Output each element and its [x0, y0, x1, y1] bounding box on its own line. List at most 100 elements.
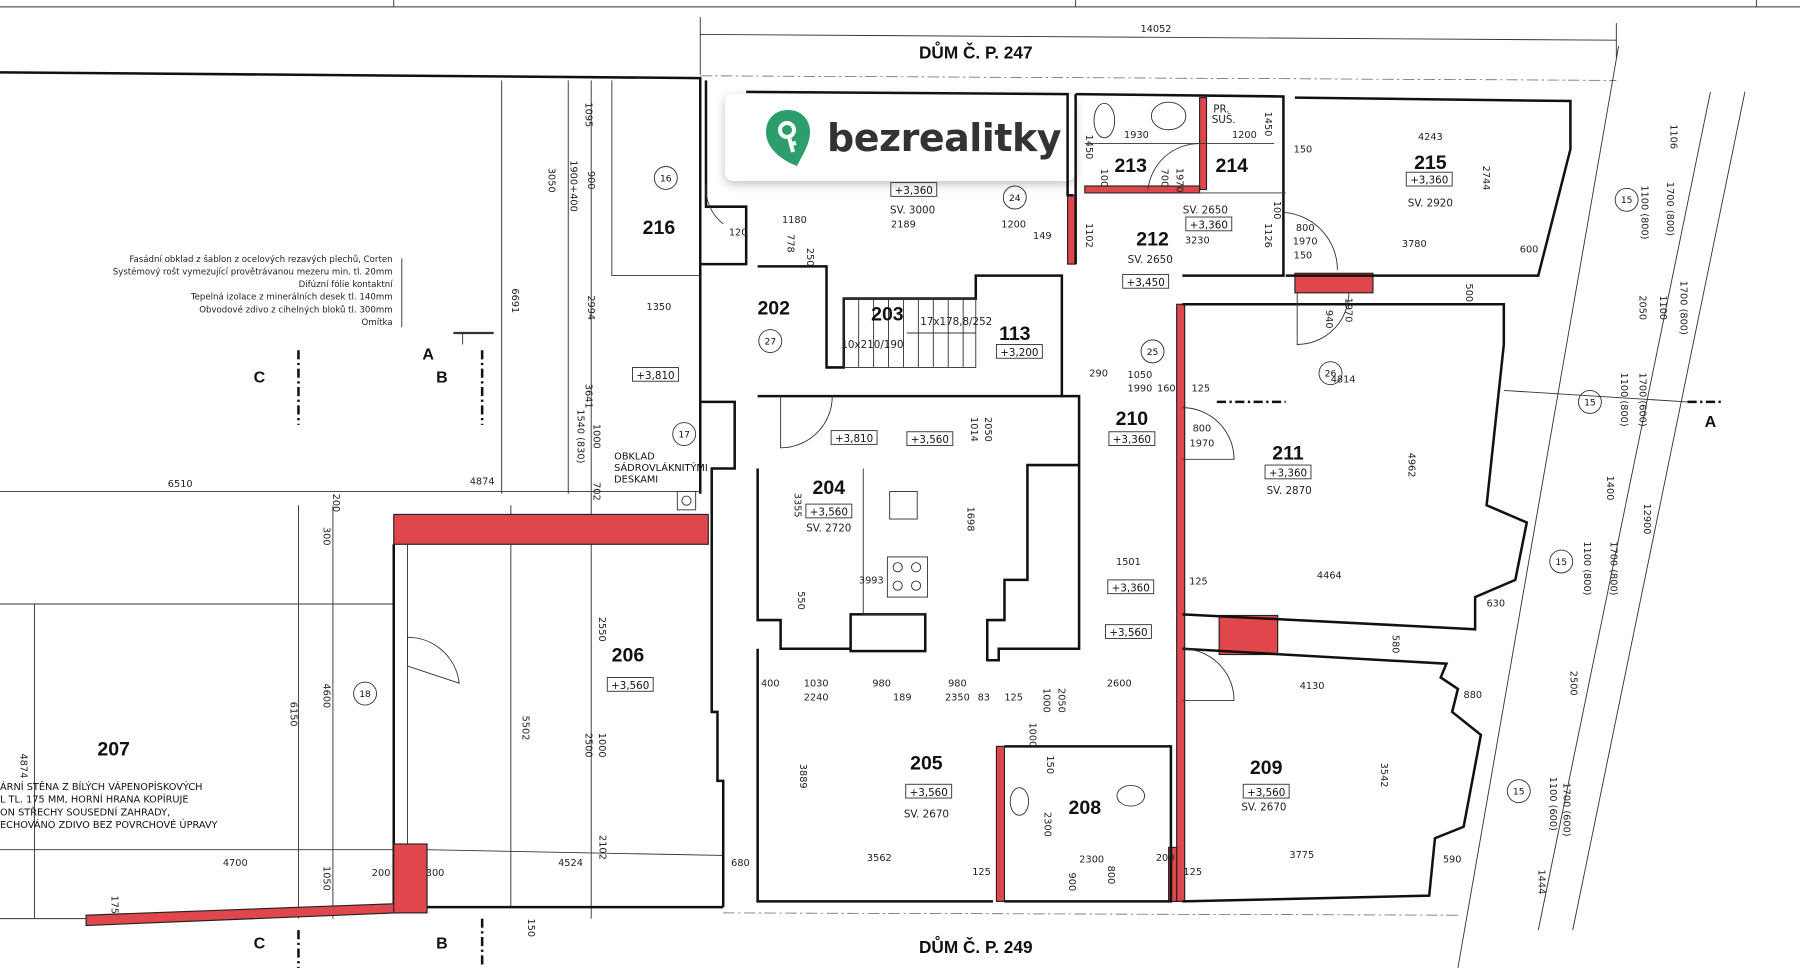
- dimension-label: 3542: [1378, 763, 1389, 788]
- dimension-label: 940: [1323, 310, 1334, 329]
- dimension-label: 12900: [1641, 504, 1652, 535]
- dimension-label: 175: [108, 896, 119, 915]
- room-212: 212: [1136, 229, 1169, 251]
- dimension-label: 580: [1389, 635, 1400, 654]
- wall-note-line: ECHOVÁNO ZDIVO BEZ POVRCHOVÉ ÚPRAVY: [0, 818, 218, 831]
- dimension-label: 1050: [1128, 370, 1153, 381]
- dimension-label: 3562: [867, 853, 892, 864]
- room-113: 113: [999, 323, 1031, 345]
- dimension-label: 125: [972, 867, 991, 878]
- dimension-label: 4130: [1300, 681, 1325, 692]
- dimension-label: 1700 (600): [1636, 373, 1647, 427]
- dimension-label: 1450: [1262, 112, 1273, 137]
- dimension-label: 3993: [859, 575, 884, 586]
- dimension-label: 800: [1193, 424, 1212, 435]
- level-label: +3,360: [1269, 468, 1307, 480]
- dimension-label: 189: [893, 692, 912, 703]
- dimension-label: 300: [321, 527, 332, 546]
- dimension-label: 125: [1183, 867, 1202, 878]
- dimension-label: 1000: [1040, 688, 1051, 713]
- dimension-label: 1400: [1604, 476, 1615, 501]
- dimension-label: 2550: [596, 617, 607, 642]
- room-207: 207: [97, 739, 130, 761]
- room-208: 208: [1069, 797, 1102, 819]
- room-label: SUŠ.: [1212, 113, 1236, 126]
- wall-note-line: ÁRNÍ STĚNA Z BÍLÝCH VÁPENOPÍSKOVÝCH: [0, 780, 202, 793]
- dimension-label: 1444: [1535, 869, 1546, 894]
- legend-line: Obvodové zdivo z cihelných bloků tl. 300…: [199, 304, 392, 315]
- dimension-label: 1200: [1232, 130, 1257, 141]
- new-wall: [1218, 614, 1279, 656]
- tag: 15: [1584, 397, 1596, 408]
- dimension-label: 1000: [590, 424, 601, 449]
- dimension-label: 150: [1294, 250, 1313, 261]
- dimension-label: 3889: [797, 764, 808, 789]
- dimension-label: 83: [978, 692, 990, 703]
- dimension-label: 1095: [582, 102, 593, 127]
- section-marker-c: C: [254, 368, 266, 386]
- dimension-label: 6510: [168, 479, 193, 490]
- dimension-label: 3641: [582, 384, 593, 409]
- dimension-label: 1200: [1001, 219, 1026, 230]
- new-wall: [1294, 272, 1374, 294]
- level-label: +3,560: [911, 434, 949, 446]
- dimension-label: 300: [426, 868, 445, 879]
- room-210: 210: [1116, 408, 1149, 430]
- ceiling-height: SV. 2870: [1267, 485, 1312, 497]
- dimension-label: 1540 (830): [574, 409, 585, 463]
- dimension-label: 6150: [287, 702, 298, 727]
- tag: 15: [1513, 787, 1525, 798]
- facade-legend: Fasádní obklad z šablon z ocelových reza…: [113, 254, 393, 328]
- neighbor-house-top: DŮM Č. P. 247: [919, 43, 1033, 63]
- dimension-label: 1102: [1083, 223, 1094, 248]
- dimension-label: 778: [785, 234, 796, 253]
- new-wall: [1168, 846, 1178, 902]
- ceiling-height: SV. 2670: [1241, 802, 1286, 814]
- key-pin-icon: [766, 109, 810, 166]
- dimension-label: 900: [1066, 873, 1077, 892]
- dimension-label: 1100 (600): [1547, 777, 1558, 831]
- level-label: +3,560: [1247, 787, 1285, 799]
- room-213: 213: [1114, 155, 1147, 177]
- dimension-label: 4874: [18, 753, 29, 778]
- dimension-label: 2300: [1042, 812, 1053, 837]
- dimension-label: 500: [1463, 283, 1474, 302]
- dimension-label: 125: [1191, 384, 1210, 395]
- dimension-label: 1350: [647, 302, 672, 313]
- ceiling-height: SV. 3000: [890, 205, 935, 217]
- tag: 24: [1009, 193, 1021, 204]
- dimension-label: 1970: [1342, 298, 1353, 323]
- dimension-label: 2994: [585, 295, 596, 320]
- dimension-label: 2050: [1636, 295, 1647, 320]
- room-202: 202: [757, 298, 790, 320]
- dimension-label: 150: [525, 918, 536, 937]
- dimension-label: 700: [1159, 169, 1170, 188]
- dimension-label: 3050: [546, 168, 557, 193]
- level-label: +3,560: [1109, 627, 1147, 639]
- dimension-label: 1000: [596, 733, 607, 758]
- room-216: 216: [643, 217, 676, 239]
- dimension-label: 2050: [982, 417, 993, 442]
- dimension-label: 2050: [1055, 688, 1066, 713]
- staircase: [843, 298, 977, 368]
- dimension-label: 1970: [1190, 439, 1215, 450]
- dimension-label: 3780: [1402, 239, 1427, 250]
- dimension-label: 2744: [1480, 166, 1491, 191]
- dimension-label: 4600: [321, 683, 332, 708]
- dimension-label: 290: [1089, 369, 1108, 380]
- note-line: OBKLAD: [614, 451, 655, 462]
- dimension-label: 1450: [1083, 135, 1094, 160]
- room-205: 205: [910, 752, 943, 774]
- dimension-label: 1030: [804, 679, 829, 690]
- dimension-label: 2189: [891, 219, 916, 230]
- dimension-label: 1501: [1116, 557, 1141, 568]
- dimension-label: 702: [590, 482, 601, 501]
- ceiling-height: SV. 2670: [904, 809, 949, 821]
- dimension-label: 150: [1044, 755, 1055, 774]
- tag: 27: [764, 336, 776, 347]
- dimension-label: 1930: [1124, 130, 1149, 141]
- dimension-label: 160: [1157, 384, 1176, 395]
- dimension-label: 1014: [968, 417, 979, 442]
- level-label: +3,450: [1127, 277, 1165, 289]
